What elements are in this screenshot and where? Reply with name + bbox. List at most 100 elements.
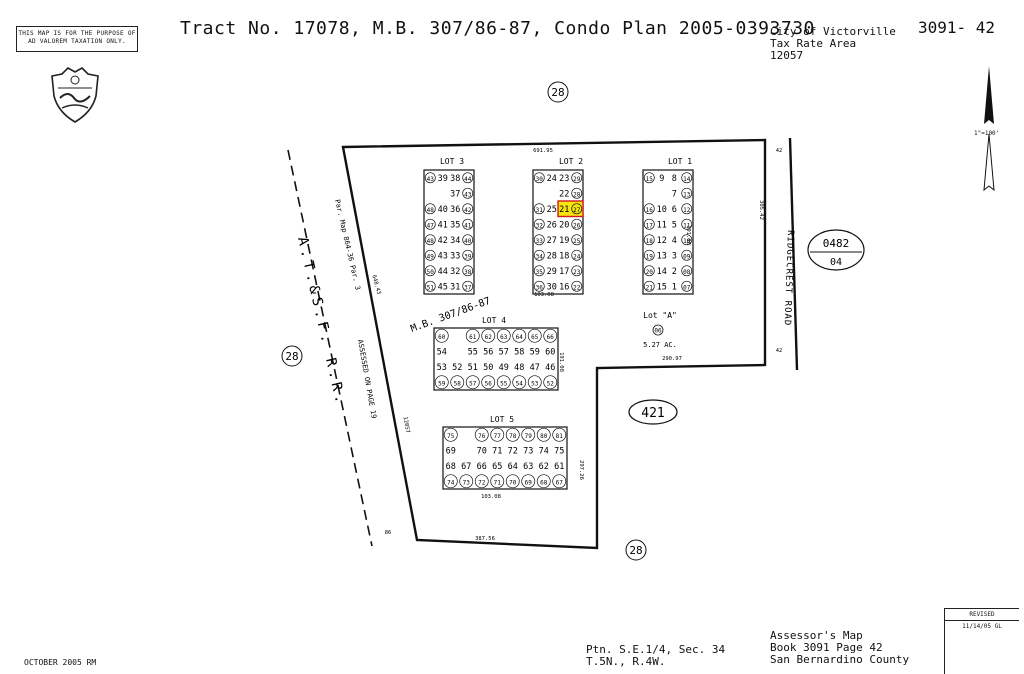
railroad-line bbox=[287, 149, 373, 547]
parcel-cell: 57 bbox=[465, 375, 480, 390]
parcel-number: 39 bbox=[464, 253, 472, 260]
parcel-cell: 81 bbox=[552, 427, 567, 442]
parcel-circle bbox=[424, 203, 436, 215]
parcel-number: 48 bbox=[514, 363, 524, 373]
city-name: City of Victorville bbox=[770, 25, 896, 38]
parcel-cell: 48 bbox=[424, 203, 436, 215]
parcel-number: 80 bbox=[540, 433, 548, 440]
parcel-circle bbox=[552, 427, 567, 442]
parcel-cell: 60 bbox=[545, 347, 555, 357]
parcel-number: 11 bbox=[683, 222, 691, 229]
parcel-number: 62 bbox=[485, 334, 493, 341]
parcel-number: 76 bbox=[478, 433, 486, 440]
parcel-number: 57 bbox=[469, 380, 477, 387]
parcel-circle bbox=[643, 280, 655, 292]
parcel-number: 17 bbox=[559, 267, 569, 277]
parcel-circle bbox=[536, 474, 551, 489]
parcel-number: 07 bbox=[683, 284, 691, 291]
north-arrow-icon bbox=[983, 66, 995, 192]
parcel-number: 61 bbox=[554, 462, 564, 472]
parcel-circle bbox=[533, 249, 545, 261]
parcel-cell: 63 bbox=[523, 462, 533, 472]
parcel-number: 62 bbox=[539, 462, 549, 472]
parcel-cell: 51 bbox=[424, 280, 436, 292]
street-label: RIDGECREST ROAD bbox=[782, 230, 795, 327]
county-label: San Bernardino County bbox=[770, 653, 910, 666]
parcel-number: 52 bbox=[452, 363, 462, 373]
parcel-cell: 15 bbox=[657, 282, 667, 292]
parcel-number: 42 bbox=[464, 207, 472, 214]
parcel-circle bbox=[571, 265, 583, 277]
parcel-circle bbox=[462, 187, 474, 199]
parcel-number: 20 bbox=[559, 220, 569, 230]
parcel-circle bbox=[533, 265, 545, 277]
parcel-cell: 36 bbox=[533, 280, 545, 292]
parcel-circle bbox=[543, 328, 558, 343]
parcel-number: 23 bbox=[573, 269, 581, 276]
parcel-number: 30 bbox=[547, 282, 557, 292]
parcel-cell: 09 bbox=[681, 249, 693, 261]
parcel-cell: 31 bbox=[533, 203, 545, 215]
assessed-note: ASSESSED ON PAGE 19 bbox=[356, 339, 378, 419]
parcel-cell: 70 bbox=[505, 474, 520, 489]
parcel-cell: 48 bbox=[514, 363, 524, 373]
parcel-number: 38 bbox=[464, 269, 472, 276]
parcel-circle bbox=[424, 172, 436, 184]
parcel-number: 08 bbox=[683, 269, 691, 276]
parcel-number: 70 bbox=[477, 446, 487, 456]
lot-label: LOT 2 bbox=[559, 157, 583, 166]
parcel-cell: 69 bbox=[446, 446, 456, 456]
parcel-number: 34 bbox=[536, 253, 544, 260]
parcel-cell: 10 bbox=[657, 205, 667, 215]
parcel-number: 22 bbox=[573, 284, 581, 291]
parcel-cell: 34 bbox=[450, 236, 460, 246]
parcel-cell: 72 bbox=[474, 474, 489, 489]
parcel-cell: 14 bbox=[657, 267, 667, 277]
dimension-label: 297.26 bbox=[578, 460, 584, 480]
page-number: 3091- 42 bbox=[918, 18, 996, 37]
parcel-number: 19 bbox=[559, 236, 569, 246]
parcel-cell: 29 bbox=[571, 172, 583, 184]
parcel-cell: 40 bbox=[438, 205, 448, 215]
parcel-number: 26 bbox=[547, 220, 557, 230]
parcel-number: 13 bbox=[657, 251, 667, 261]
parcel-circle bbox=[533, 234, 545, 246]
parcel-cell: 24 bbox=[547, 174, 557, 184]
parcel-circle bbox=[643, 203, 655, 215]
parcel-cell: 39 bbox=[438, 174, 448, 184]
parcel-number: 1 bbox=[672, 282, 677, 292]
dimension-label: 648.43 bbox=[370, 274, 381, 295]
parcel-cell: 67 bbox=[461, 462, 471, 472]
parcel-circle bbox=[505, 474, 520, 489]
parcel-cell: 72 bbox=[508, 446, 518, 456]
lot-label: LOT 5 bbox=[490, 415, 514, 424]
parcel-cell: 45 bbox=[438, 282, 448, 292]
parcel-cell: 32 bbox=[450, 267, 460, 277]
dimension-label: 86 bbox=[385, 530, 392, 536]
revised-date: 11/14/05 GL bbox=[962, 623, 1002, 630]
lot-outline bbox=[433, 327, 559, 391]
parcel-number: 35 bbox=[536, 269, 544, 276]
parcel-circle bbox=[571, 187, 583, 199]
parcel-circle bbox=[462, 249, 474, 261]
parcel-cell: 50 bbox=[424, 265, 436, 277]
parcel-number: 37 bbox=[450, 189, 460, 199]
parcel-number: 14 bbox=[683, 176, 691, 183]
parcel-cell: 70 bbox=[477, 446, 487, 456]
parcel-cell: 19 bbox=[643, 249, 655, 261]
parcel-cell: 19 bbox=[559, 236, 569, 246]
parcel-number: 27 bbox=[573, 207, 581, 214]
dimension-labels: 691.95305.42290.97103.08191.08103.08191.… bbox=[370, 148, 782, 542]
parcel-number: 41 bbox=[464, 222, 472, 229]
parcel-number: 17 bbox=[646, 222, 654, 229]
parcel-circle bbox=[552, 474, 567, 489]
parcel-circle bbox=[443, 474, 458, 489]
parcel-cell: 63 bbox=[496, 328, 511, 343]
parcel-number: 67 bbox=[461, 462, 471, 472]
parcel-circle bbox=[465, 328, 480, 343]
parcel-number: 27 bbox=[547, 236, 557, 246]
parcel-number: 15 bbox=[657, 282, 667, 292]
dimension-label: 191.08 bbox=[558, 352, 564, 372]
